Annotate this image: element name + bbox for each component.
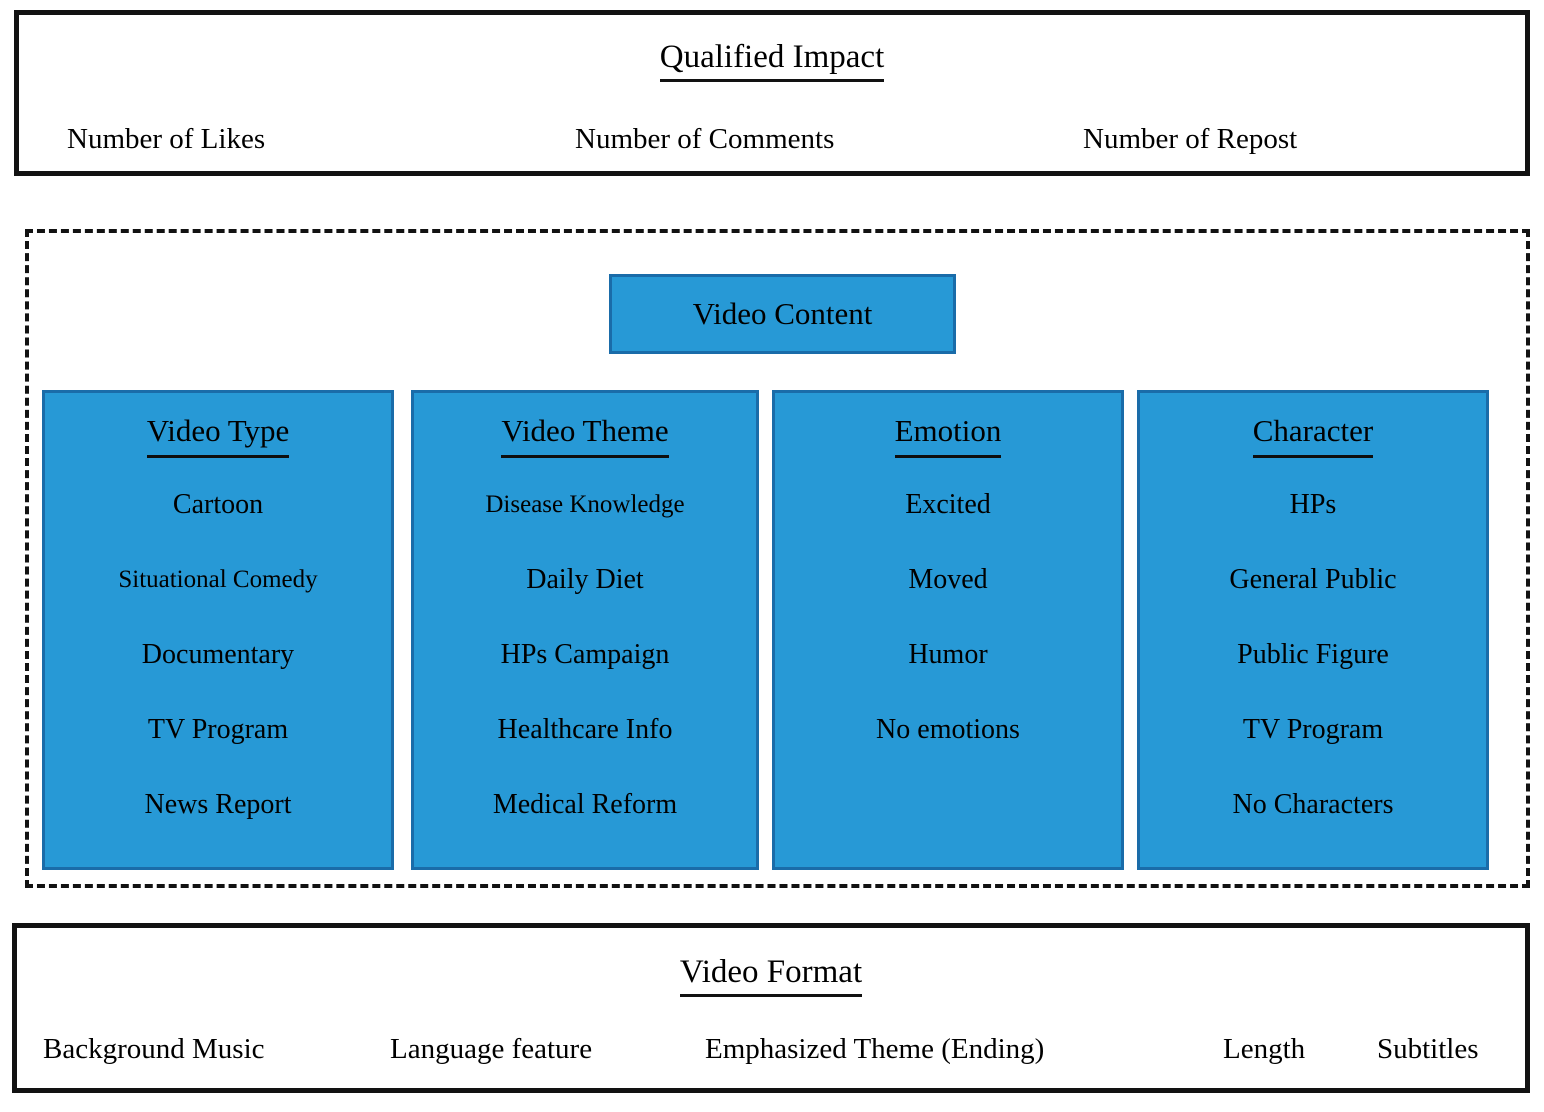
video-type-item: Documentary bbox=[141, 638, 295, 670]
video-format-title: Video Format bbox=[17, 952, 1525, 997]
character-item: TV Program bbox=[1242, 713, 1384, 745]
column-character: Character HPs General Public Public Figu… bbox=[1137, 390, 1489, 870]
video-type-item: News Report bbox=[144, 788, 292, 820]
column-video-theme: Video Theme Disease Knowledge Daily Diet… bbox=[411, 390, 759, 870]
video-theme-item: Healthcare Info bbox=[497, 713, 673, 745]
video-type-item: TV Program bbox=[147, 713, 289, 745]
video-content-region: Video Content Video Type Cartoon Situati… bbox=[25, 229, 1530, 888]
column-video-type-title: Video Type bbox=[146, 409, 290, 467]
video-theme-item: Medical Reform bbox=[492, 788, 678, 820]
video-format-box: Video Format Background Music Language f… bbox=[12, 923, 1530, 1093]
metric-number-of-comments: Number of Comments bbox=[575, 123, 835, 155]
column-emotion-title: Emotion bbox=[894, 409, 1002, 467]
video-content-header-box: Video Content bbox=[609, 274, 956, 354]
column-character-title: Character bbox=[1252, 409, 1374, 467]
emotion-item: Humor bbox=[908, 638, 988, 670]
character-item: HPs bbox=[1289, 488, 1337, 520]
character-item: No Characters bbox=[1232, 788, 1394, 820]
column-emotion-title-text: Emotion bbox=[894, 409, 1002, 458]
video-type-item: Situational Comedy bbox=[118, 565, 318, 593]
qualified-impact-title-text: Qualified Impact bbox=[659, 37, 885, 82]
metric-number-of-likes: Number of Likes bbox=[67, 123, 266, 155]
character-item: Public Figure bbox=[1237, 638, 1389, 670]
format-length: Length bbox=[1223, 1033, 1306, 1065]
video-theme-item: Daily Diet bbox=[526, 563, 644, 595]
emotion-item: Excited bbox=[905, 488, 991, 520]
metric-number-of-repost: Number of Repost bbox=[1083, 123, 1298, 155]
video-theme-item: HPs Campaign bbox=[500, 638, 670, 670]
format-language-feature: Language feature bbox=[390, 1033, 593, 1065]
qualified-impact-box: Qualified Impact Number of Likes Number … bbox=[14, 10, 1530, 176]
format-subtitles: Subtitles bbox=[1377, 1033, 1479, 1065]
format-emphasized-theme: Emphasized Theme (Ending) bbox=[705, 1033, 1045, 1065]
emotion-item: No emotions bbox=[876, 713, 1020, 745]
column-video-theme-title: Video Theme bbox=[501, 409, 669, 467]
column-video-type-title-text: Video Type bbox=[146, 409, 290, 458]
column-emotion: Emotion Excited Moved Humor No emotions bbox=[772, 390, 1124, 870]
column-video-theme-title-text: Video Theme bbox=[501, 409, 669, 458]
qualified-impact-title: Qualified Impact bbox=[19, 37, 1525, 82]
video-type-item: Cartoon bbox=[172, 488, 264, 520]
format-background-music: Background Music bbox=[43, 1033, 265, 1065]
emotion-item: Moved bbox=[908, 563, 988, 595]
column-video-type: Video Type Cartoon Situational Comedy Do… bbox=[42, 390, 394, 870]
video-theme-item: Disease Knowledge bbox=[485, 490, 685, 518]
column-character-title-text: Character bbox=[1252, 409, 1374, 458]
video-content-title: Video Content bbox=[692, 296, 873, 331]
video-format-title-text: Video Format bbox=[679, 952, 863, 997]
character-item: General Public bbox=[1229, 563, 1397, 595]
